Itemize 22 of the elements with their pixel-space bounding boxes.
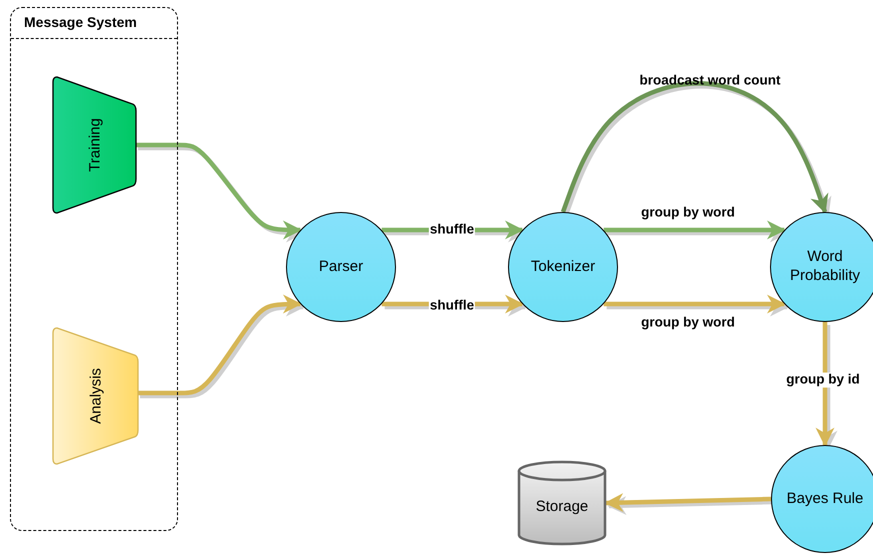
node-label: Tokenizer xyxy=(530,258,596,276)
node-label: Storage xyxy=(534,498,590,515)
node-label: Word Probability xyxy=(788,248,862,286)
group-container xyxy=(10,7,178,531)
node-label: Bayes Rule xyxy=(786,490,864,508)
arrow xyxy=(604,220,786,240)
edge-label: group by word xyxy=(640,206,736,220)
edge-label: group by word xyxy=(640,316,736,330)
arrow xyxy=(604,493,772,512)
arrow xyxy=(604,294,786,314)
arrow xyxy=(560,81,828,214)
edge-label: broadcast word count xyxy=(638,74,782,88)
node-label: Training xyxy=(86,118,103,172)
arrow xyxy=(816,322,834,447)
edge-label: group by id xyxy=(785,372,861,388)
trapezoid-shape xyxy=(53,77,136,213)
trapezoid-shape xyxy=(53,328,138,464)
node-label: Parser xyxy=(318,258,364,276)
arrow xyxy=(137,294,302,396)
node-label: Analysis xyxy=(87,368,104,424)
group-title: Message System xyxy=(24,14,137,30)
arrow xyxy=(135,142,302,240)
